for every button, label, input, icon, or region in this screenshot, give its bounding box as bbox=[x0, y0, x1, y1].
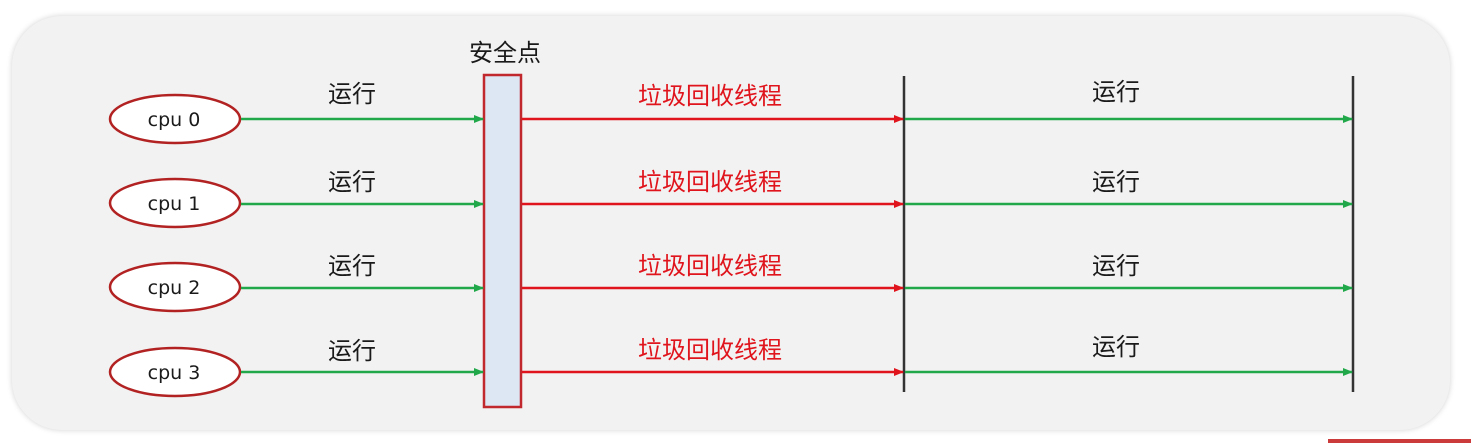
gc-label: 垃圾回收线程 bbox=[638, 82, 782, 110]
safepoint-label: 安全点 bbox=[469, 39, 541, 67]
cpu-row: cpu 1 运行 垃圾回收线程 运行 bbox=[108, 168, 1353, 229]
run-after-label: 运行 bbox=[1092, 333, 1140, 361]
run-label: 运行 bbox=[328, 252, 376, 280]
run-after-label: 运行 bbox=[1092, 252, 1140, 280]
cpu-label: cpu 1 bbox=[148, 193, 201, 215]
cpu-row: cpu 3 运行 垃圾回收线程 运行 bbox=[108, 333, 1353, 398]
corner-accent-bar bbox=[1328, 439, 1471, 443]
cpu-label: cpu 3 bbox=[148, 362, 201, 384]
diagram-panel bbox=[12, 16, 1450, 430]
gc-label: 垃圾回收线程 bbox=[638, 252, 782, 280]
gc-label: 垃圾回收线程 bbox=[638, 336, 782, 364]
run-after-label: 运行 bbox=[1092, 168, 1140, 196]
cpu-ellipse bbox=[108, 346, 242, 398]
cpu-ellipse bbox=[108, 177, 242, 229]
cpu-label: cpu 2 bbox=[148, 277, 201, 299]
run-after-label: 运行 bbox=[1092, 78, 1140, 106]
cpu-label: cpu 0 bbox=[148, 109, 201, 131]
run-label: 运行 bbox=[328, 337, 376, 365]
gc-label: 垃圾回收线程 bbox=[638, 168, 782, 196]
cpu-row: cpu 0 运行 垃圾回收线程 运行 bbox=[108, 78, 1353, 145]
cpu-ellipse bbox=[108, 261, 242, 313]
cpu-row: cpu 2 运行 垃圾回收线程 运行 bbox=[108, 252, 1353, 313]
cpu-ellipse bbox=[108, 93, 242, 145]
safepoint-bar bbox=[482, 73, 523, 409]
run-label: 运行 bbox=[328, 80, 376, 108]
run-label: 运行 bbox=[328, 168, 376, 196]
